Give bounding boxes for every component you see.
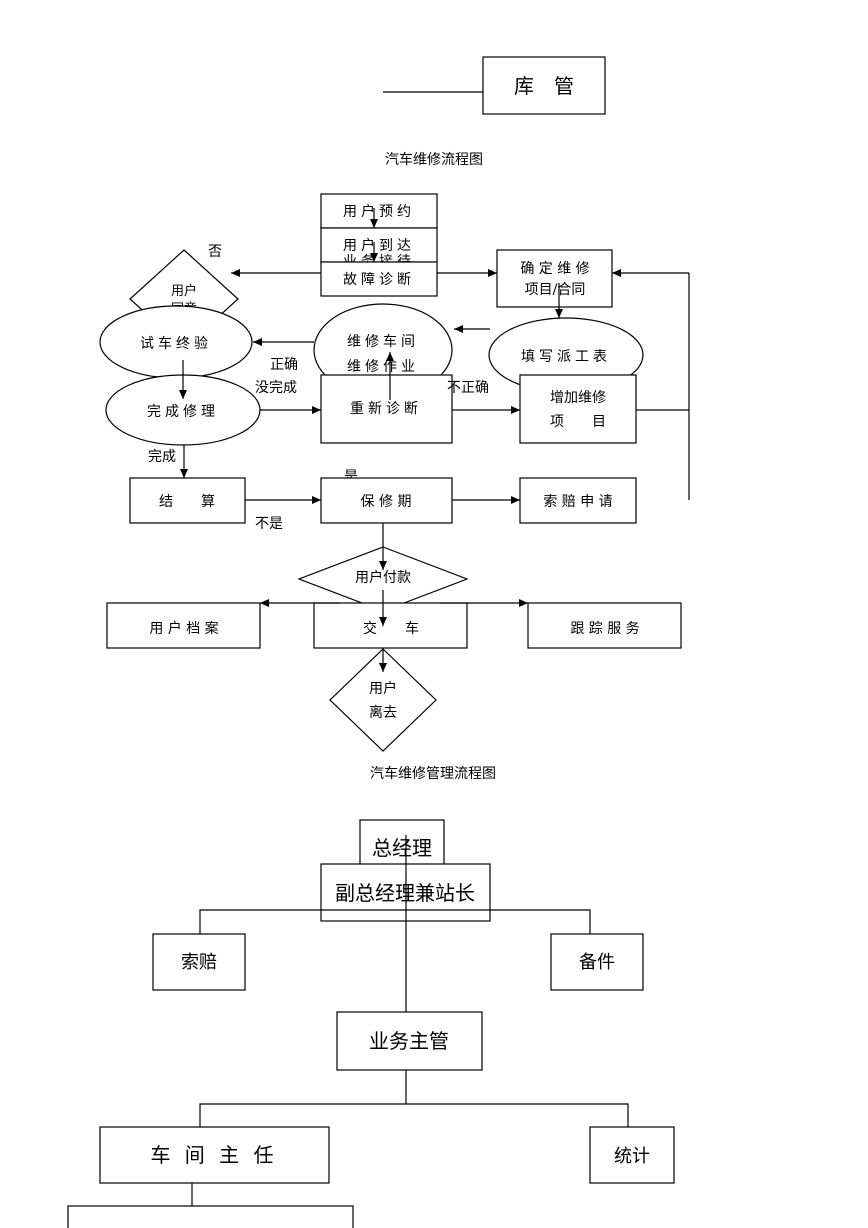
confirm-items-box (496, 249, 613, 308)
payment-label: 用户付款 (355, 569, 411, 586)
arrival-label: 用户到达 (343, 237, 415, 254)
unfinished-label: 没完成 (255, 380, 297, 396)
rediagnose-box (320, 374, 453, 444)
claims-label: 索赔 (181, 952, 217, 973)
test-drive-label: 试车终验 (140, 335, 212, 352)
parts-box (550, 933, 644, 991)
confirm-items-label-1: 确 定 维 修 (520, 261, 589, 277)
not-label: 不是 (255, 516, 283, 532)
follow-up-box (527, 602, 682, 649)
bottom-cut-box (67, 1205, 354, 1228)
user-leave-label-1: 用户 (369, 680, 397, 697)
flow2-title: 汽车维修管理流程图 (370, 765, 496, 782)
claims-box (152, 933, 246, 991)
follow-up-label: 跟 踪 服 务 (570, 621, 639, 637)
confirm-items-label-2: 项目/合同 (525, 282, 586, 298)
user-leave-label-2: 离去 (369, 704, 397, 721)
workshop-director-box (99, 1126, 330, 1184)
add-items-box (519, 374, 637, 444)
correct-label: 正确 (270, 357, 298, 373)
user-leave-diamond (329, 648, 437, 752)
claim-request-box (519, 477, 637, 524)
workshop-label-1: 维修车间 (347, 333, 419, 350)
deputy-manager-label: 副总经理兼站长 (335, 881, 475, 905)
warranty-label: 保 修 期 (361, 494, 412, 510)
delivery-label: 交 车 (363, 620, 419, 637)
settlement-label: 结 算 (159, 494, 215, 510)
finished-label: 完成 (148, 449, 176, 465)
incorrect-label: 不正确 (447, 380, 489, 396)
workshop-label-2: 维修作业 (347, 359, 419, 375)
parts-label: 备件 (579, 952, 615, 973)
statistics-box (589, 1126, 675, 1184)
general-manager-box (359, 819, 445, 867)
user-archive-label: 用 户 档 案 (149, 620, 218, 637)
reservation-label: 用户预约 (343, 203, 415, 220)
diagnosis-box (320, 261, 438, 297)
add-items-label-1: 增加维修 (550, 390, 606, 406)
add-items-label-2: 项 目 (550, 414, 606, 430)
repair-done-label: 完成修理 (147, 404, 219, 420)
user-archive-box (106, 602, 261, 649)
org-branch-2 (199, 1103, 629, 1127)
org-branch-1 (199, 909, 591, 934)
delivery-box (313, 602, 468, 649)
warranty-box (320, 477, 453, 524)
business-supervisor-label: 业务主管 (369, 1029, 449, 1053)
business-supervisor-box (336, 1011, 483, 1071)
kuguan-label: 库 管 (514, 74, 574, 98)
claim-request-label: 索 赔 申 请 (543, 493, 612, 510)
no-label: 否 (208, 244, 222, 260)
flow1-title: 汽车维修流程图 (385, 151, 483, 168)
workshop-director-label: 车 间 主 任 (150, 1143, 277, 1167)
kuguan-box (482, 56, 606, 115)
dispatch-label: 填写派工表 (521, 349, 611, 365)
rediagnose-label: 重新诊断 (350, 401, 422, 417)
general-manager-label: 总经理 (372, 836, 432, 860)
diagnosis-label: 故障诊断 (343, 272, 415, 288)
statistics-label: 统计 (614, 1146, 650, 1167)
user-agree-label-1: 用户 (171, 283, 197, 299)
